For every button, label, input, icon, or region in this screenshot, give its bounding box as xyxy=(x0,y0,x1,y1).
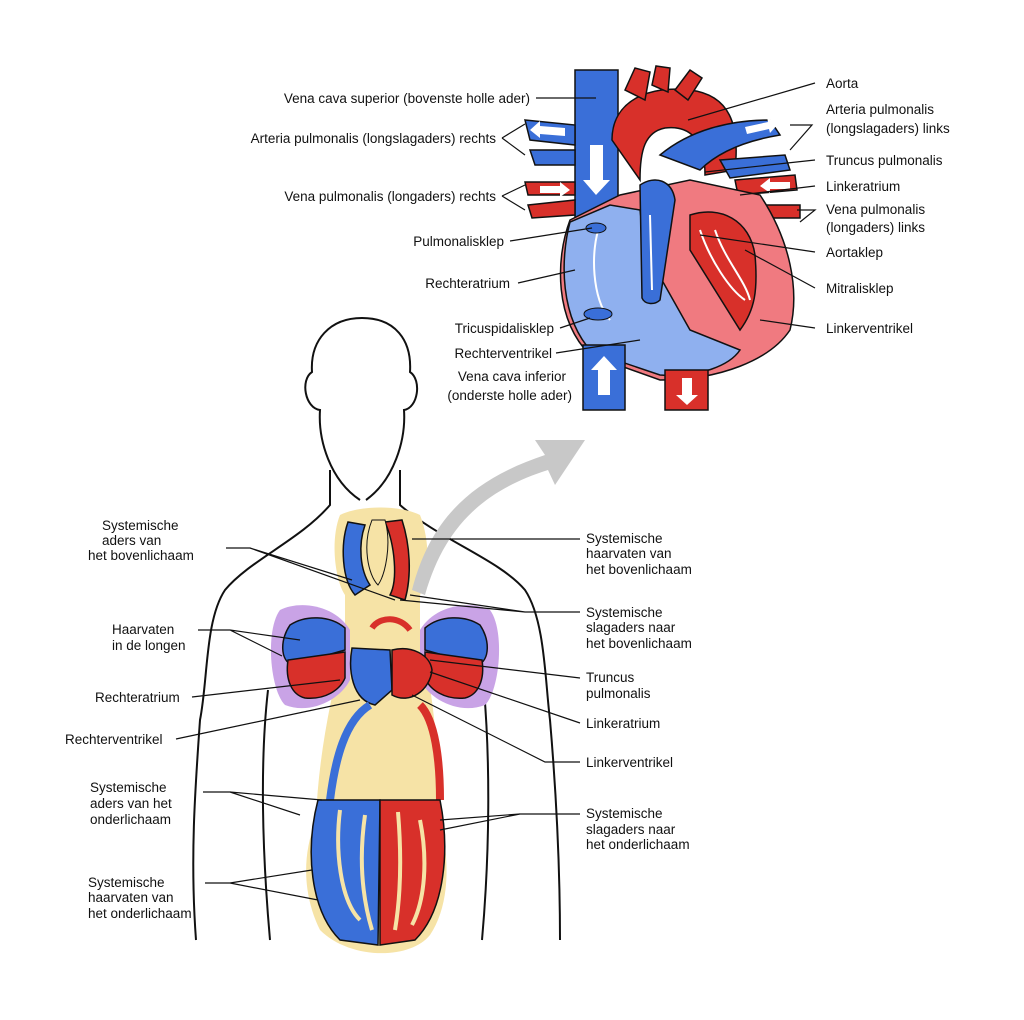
label-sys-haarvaten-onder-2: haarvaten van xyxy=(88,890,174,905)
label-vena-cava-superior: Vena cava superior (bovenste holle ader) xyxy=(284,91,530,106)
label-linkeratrium: Linkeratrium xyxy=(826,179,900,194)
label-haarvaten-longen-1: Haarvaten xyxy=(112,622,174,637)
label-sys-slagaders-boven-1: Systemische xyxy=(586,605,663,620)
zoom-pointer-arrow xyxy=(412,440,585,595)
label-sys-aders-onder-2: aders van het xyxy=(90,796,172,811)
label-body-linkerventrikel: Linkerventrikel xyxy=(586,755,673,770)
label-sys-aders-boven-3: het bovenlichaam xyxy=(88,548,194,563)
label-sys-aders-boven-2: aders van xyxy=(102,533,161,548)
label-sys-haarvaten-onder-1: Systemische xyxy=(88,875,165,890)
label-truncus-pulmonalis: Truncus pulmonalis xyxy=(826,153,943,168)
label-vena-pulm-rechts: Vena pulmonalis (longaders) rechts xyxy=(284,189,496,204)
label-art-pulm-rechts: Arteria pulmonalis (longslagaders) recht… xyxy=(251,131,497,146)
label-sys-slagaders-onder-1: Systemische xyxy=(586,806,663,821)
label-sys-slagaders-onder-2: slagaders naar xyxy=(586,822,676,837)
label-sys-slagaders-boven-3: het bovenlichaam xyxy=(586,636,692,651)
label-rechterventrikel: Rechterventrikel xyxy=(454,346,552,361)
lungs xyxy=(282,617,488,699)
label-body-rechteratrium: Rechteratrium xyxy=(95,690,180,705)
label-art-pulm-links-1: Arteria pulmonalis xyxy=(826,102,934,117)
label-vena-cava-inferior-1: Vena cava inferior xyxy=(458,369,567,384)
label-aorta: Aorta xyxy=(826,76,859,91)
label-linkerventrikel: Linkerventrikel xyxy=(826,321,913,336)
body-heart xyxy=(349,616,433,706)
label-body-linkeratrium: Linkeratrium xyxy=(586,716,660,731)
label-aortaklep: Aortaklep xyxy=(826,245,883,260)
label-sys-haarvaten-boven-3: het bovenlichaam xyxy=(586,562,692,577)
label-haarvaten-longen-2: in de longen xyxy=(112,638,186,653)
label-vena-cava-inferior-2: (onderste holle ader) xyxy=(447,388,572,403)
label-sys-slagaders-boven-2: slagaders naar xyxy=(586,620,676,635)
body-leaders xyxy=(175,538,581,901)
body-silhouette xyxy=(192,316,561,941)
label-sys-aders-onder-3: onderlichaam xyxy=(90,812,171,827)
label-sys-slagaders-onder-3: het onderlichaam xyxy=(586,837,690,852)
label-art-pulm-links-2: (longslagaders) links xyxy=(826,121,950,136)
body-labels: Systemische aders van het bovenlichaam S… xyxy=(65,518,692,921)
label-body-rechterventrikel: Rechterventrikel xyxy=(65,732,163,747)
heart-labels: Aorta Vena cava superior (bovenste holle… xyxy=(251,76,950,403)
label-pulmonalisklep: Pulmonalisklep xyxy=(413,234,504,249)
label-sys-haarvaten-boven-1: Systemische xyxy=(586,531,663,546)
lower-body-circuit xyxy=(310,701,446,946)
label-vena-pulm-links-2: (longaders) links xyxy=(826,220,925,235)
label-sys-haarvaten-onder-3: het onderlichaam xyxy=(88,906,192,921)
heart-leaders xyxy=(501,82,817,354)
label-sys-aders-onder-1: Systemische xyxy=(90,780,167,795)
label-vena-pulm-links-1: Vena pulmonalis xyxy=(826,202,925,217)
label-truncus-2: pulmonalis xyxy=(586,686,651,701)
label-sys-aders-boven-1: Systemische xyxy=(102,518,179,533)
heart-detail xyxy=(524,65,801,411)
label-truncus-1: Truncus xyxy=(586,670,635,685)
label-rechteratrium: Rechteratrium xyxy=(425,276,510,291)
label-tricuspidalisklep: Tricuspidalisklep xyxy=(455,321,554,336)
label-sys-haarvaten-boven-2: haarvaten van xyxy=(586,546,672,561)
label-mitralisklep: Mitralisklep xyxy=(826,281,894,296)
